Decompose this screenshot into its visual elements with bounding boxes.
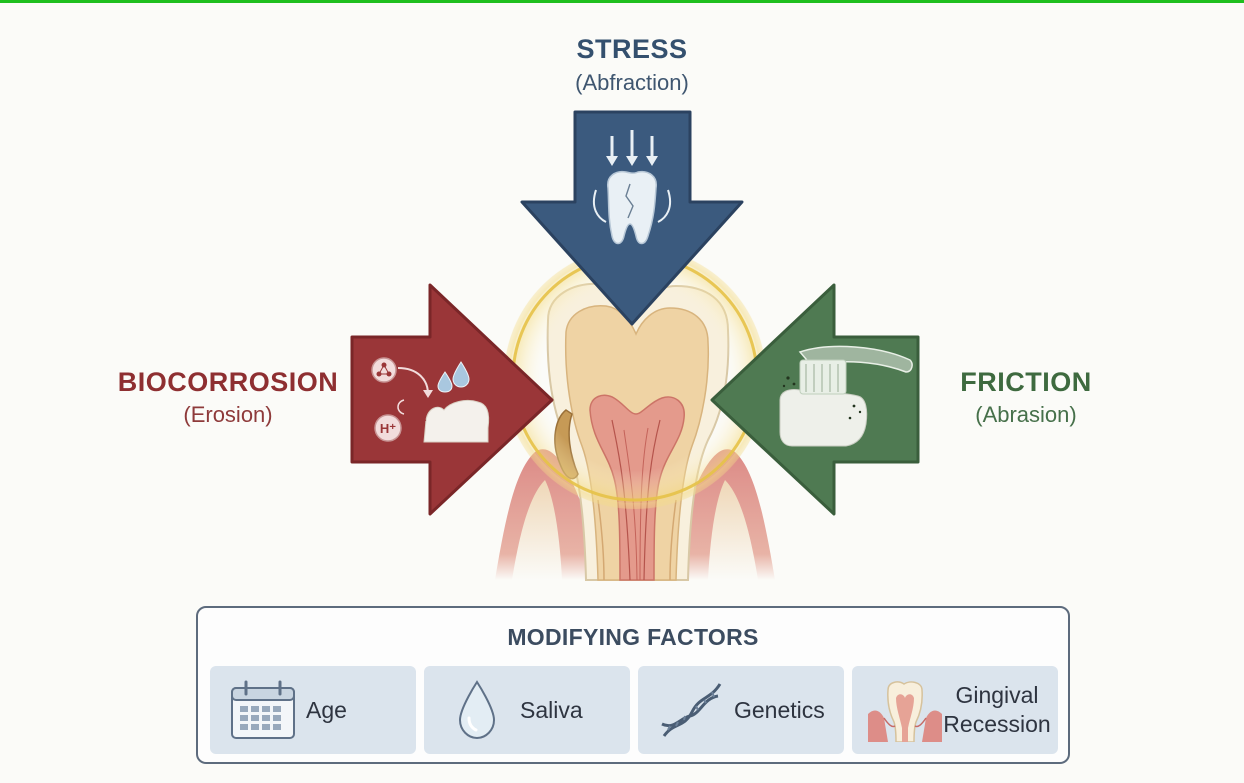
friction-title: FRICTION [926, 367, 1126, 398]
factor-label-gingival-recession: Gingival Recession [938, 666, 1056, 754]
biocorrosion-subtitle: (Erosion) [100, 402, 356, 428]
biocorrosion-title: BIOCORROSION [100, 367, 356, 398]
calendar-icon [226, 678, 300, 742]
factor-card-saliva: Saliva [424, 666, 630, 754]
receding-gum-tooth-icon [868, 678, 942, 742]
factor-label-saliva: Saliva [520, 666, 628, 754]
factor-label-age: Age [306, 666, 414, 754]
modifying-factors-title: MODIFYING FACTORS [198, 624, 1068, 651]
factor-card-genetics: Genetics [638, 666, 844, 754]
factor-card-age: Age [210, 666, 416, 754]
droplet-icon [440, 678, 514, 742]
dna-icon [654, 678, 728, 742]
stress-title: STRESS [532, 34, 732, 65]
modifying-factors-panel: MODIFYING FACTORS Age Saliva [196, 606, 1070, 764]
stress-subtitle: (Abfraction) [532, 70, 732, 96]
factor-card-gingival-recession: Gingival Recession [852, 666, 1058, 754]
factor-label-genetics: Genetics [734, 666, 842, 754]
hydrogen-ion-label: H⁺ [380, 421, 396, 436]
friction-subtitle: (Abrasion) [926, 402, 1126, 428]
